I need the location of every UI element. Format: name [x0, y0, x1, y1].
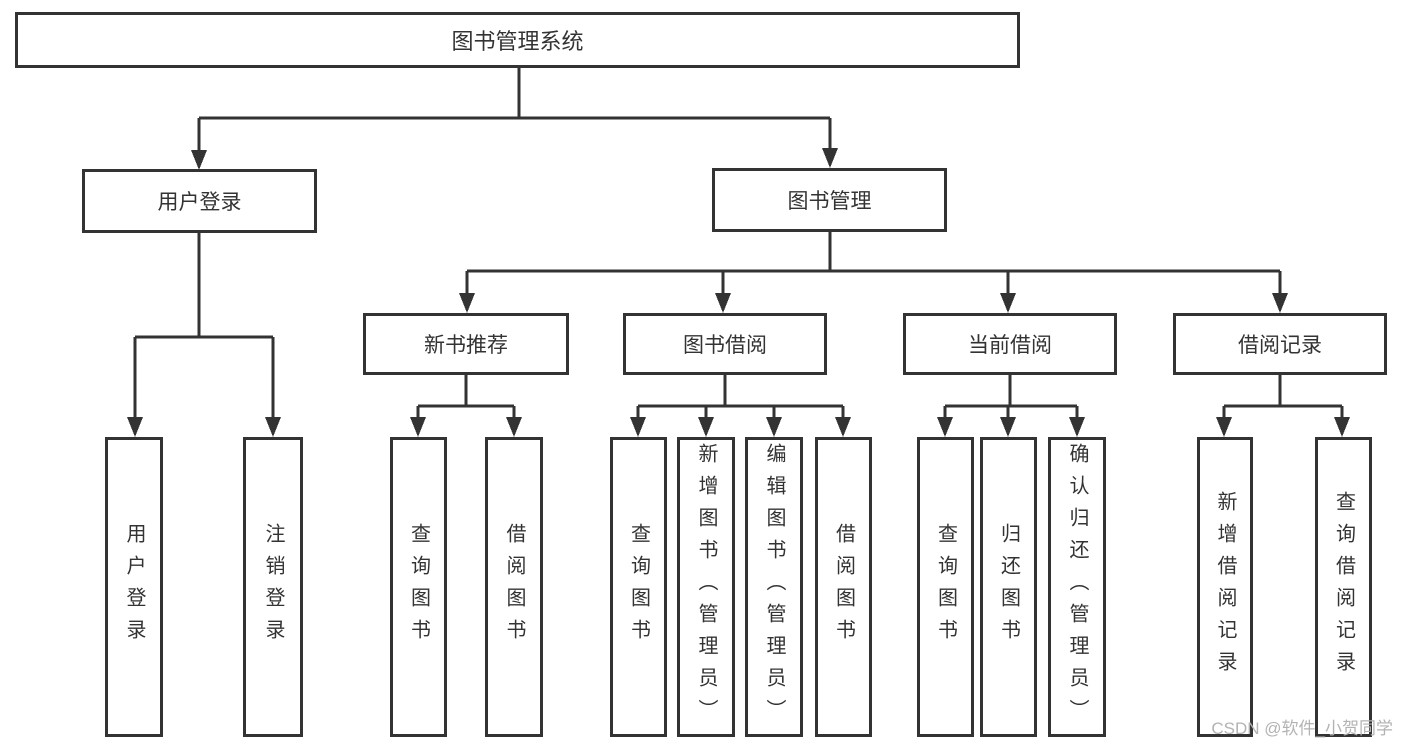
leaf-query-books-current: 查询图书	[917, 437, 974, 737]
node-current-borrowing: 当前借阅	[903, 313, 1117, 375]
leaf-return-books: 归还图书	[980, 437, 1037, 737]
leaf-add-borrowing-record: 新增借阅记录	[1197, 437, 1253, 737]
leaf-user-login: 用户登录	[105, 437, 163, 737]
leaf-query-books-borrowing: 查询图书	[610, 437, 667, 737]
node-user-login: 用户登录	[82, 169, 317, 233]
node-new-book-recommendation: 新书推荐	[363, 313, 569, 375]
node-borrowing-records: 借阅记录	[1173, 313, 1387, 375]
leaf-confirm-return-admin: 确认归还（管理员）	[1048, 437, 1106, 737]
leaf-borrow-books-borrowing: 借阅图书	[815, 437, 872, 737]
node-book-management: 图书管理	[712, 168, 947, 232]
arrowheads	[127, 148, 1350, 437]
leaf-logout: 注销登录	[243, 437, 303, 737]
leaf-add-books-admin: 新增图书（管理员）	[677, 437, 735, 737]
leaf-edit-books-admin: 编辑图书（管理员）	[745, 437, 803, 737]
leaf-borrow-books-recommend: 借阅图书	[485, 437, 543, 737]
leaf-query-borrowing-record: 查询借阅记录	[1315, 437, 1372, 737]
node-library-management-system: 图书管理系统	[15, 12, 1020, 68]
csdn-watermark: CSDN @软件_小贺同学	[1211, 719, 1393, 738]
node-book-borrowing: 图书借阅	[623, 313, 827, 375]
leaf-query-books-recommend: 查询图书	[390, 437, 447, 737]
